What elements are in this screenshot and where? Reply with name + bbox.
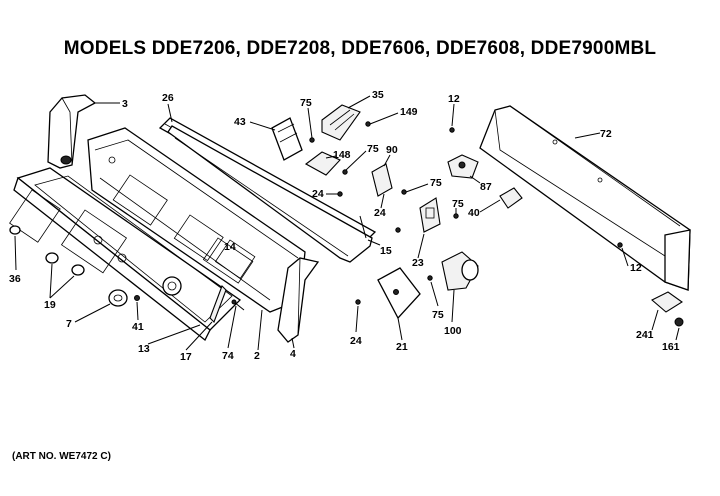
callout-36: 36 — [9, 273, 21, 285]
callout-7: 7 — [66, 318, 72, 330]
callout-90: 90 — [386, 144, 398, 156]
callout-26: 26 — [162, 92, 174, 104]
switch-148 — [304, 151, 341, 176]
switch-17 — [209, 285, 227, 323]
callout-100: 100 — [444, 325, 462, 337]
art-number: (ART NO. WE7472 C) — [12, 451, 111, 462]
screw-161 — [674, 317, 684, 327]
bracket-241 — [651, 291, 683, 313]
callout-24b: 24 — [374, 207, 386, 219]
callout-3: 3 — [122, 98, 128, 110]
screw-75d — [453, 213, 459, 219]
relay-23 — [419, 197, 441, 233]
callout-161: 161 — [662, 341, 680, 353]
control-panel — [9, 167, 242, 342]
knob-7 — [108, 289, 128, 307]
callout-labels: 3 26 75 35 149 12 43 148 75 90 72 87 24 … — [9, 89, 680, 363]
callout-15: 15 — [380, 245, 392, 257]
callout-75d: 75 — [452, 198, 464, 210]
screw-75a — [309, 137, 315, 143]
callout-4: 4 — [290, 348, 296, 360]
callout-75a: 75 — [300, 97, 312, 109]
bracket-43 — [271, 117, 303, 161]
callout-75b: 75 — [367, 143, 379, 155]
screw-24a — [337, 191, 343, 197]
callout-75c: 75 — [430, 177, 442, 189]
page-title: MODELS DDE7206, DDE7208, DDE7606, DDE760… — [63, 38, 657, 59]
screw-24c — [355, 299, 361, 305]
callout-14: 14 — [224, 241, 236, 253]
left-end-cap — [47, 94, 97, 169]
knob-36 — [9, 225, 21, 235]
callout-241: 241 — [636, 329, 654, 341]
leader-lines — [14, 95, 680, 351]
screw-149 — [365, 121, 371, 127]
timer-100 — [441, 251, 479, 291]
screw-75c — [401, 189, 407, 195]
callout-23: 23 — [412, 257, 424, 269]
display-window — [202, 237, 254, 284]
clip-41 — [134, 295, 140, 301]
callout-43: 43 — [234, 116, 246, 128]
callout-21: 21 — [396, 341, 408, 353]
callout-148: 148 — [333, 149, 351, 161]
screw-15 — [359, 215, 367, 239]
callout-75e: 75 — [432, 309, 444, 321]
callout-12b: 12 — [630, 262, 642, 274]
control-housing — [87, 127, 306, 313]
circuit-board — [377, 267, 421, 320]
callout-40: 40 — [468, 207, 480, 219]
callout-87: 87 — [480, 181, 492, 193]
callout-149: 149 — [400, 106, 418, 118]
knob-19b — [71, 264, 85, 276]
callout-74: 74 — [222, 350, 234, 362]
callout-19: 19 — [44, 299, 56, 311]
right-end-cap — [277, 257, 320, 343]
back-rail — [167, 125, 373, 263]
terminal-block — [321, 104, 361, 141]
callout-41: 41 — [132, 321, 144, 333]
sensor-40 — [499, 187, 523, 209]
callout-35: 35 — [372, 89, 384, 101]
callout-24c: 24 — [350, 335, 362, 347]
knob-19a — [45, 252, 59, 264]
screw-74 — [231, 299, 245, 311]
callout-24a: 24 — [312, 188, 324, 200]
screw-75e — [427, 275, 433, 281]
callout-2: 2 — [254, 350, 260, 362]
screw-75b — [342, 169, 348, 175]
callout-17: 17 — [180, 351, 192, 363]
switch-90 — [371, 163, 393, 197]
callout-12a: 12 — [448, 93, 460, 105]
switch-87 — [447, 154, 479, 179]
screw-24b — [395, 227, 401, 233]
screw-12a — [449, 127, 455, 133]
backsplash-cover — [479, 105, 691, 291]
callout-13: 13 — [138, 343, 150, 355]
screw-12b — [617, 242, 623, 248]
callout-72: 72 — [600, 128, 612, 140]
